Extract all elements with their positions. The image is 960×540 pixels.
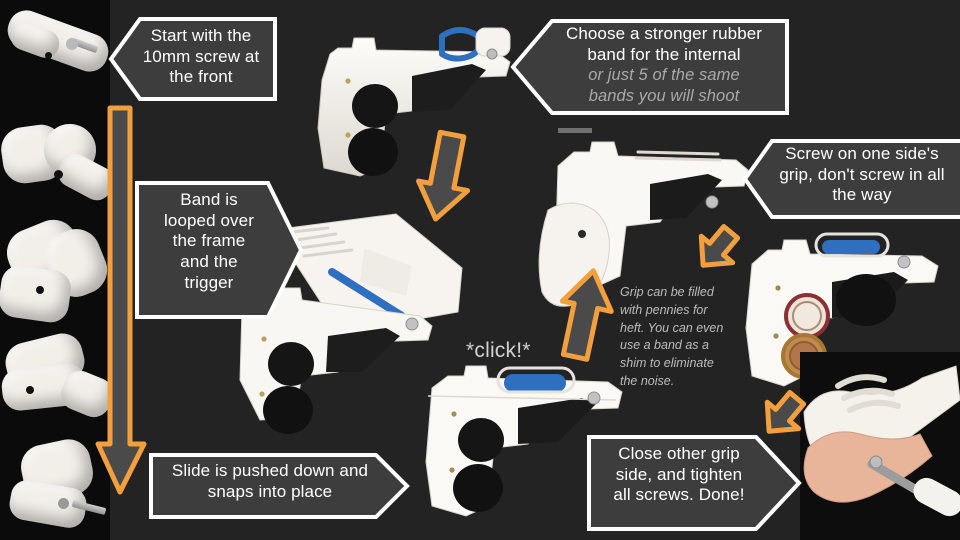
callout-line: Screw on one side's (785, 144, 939, 163)
callout-screw-one-side-grip: Screw on one side's grip, don't screw in… (742, 138, 960, 220)
annotation-line: with pennies for (620, 302, 708, 317)
callout-line: grip, don't screw in all (779, 164, 945, 184)
callout-line: trigger (184, 272, 234, 292)
callout-stronger-rubber-band: Choose a stronger rubber band for the in… (510, 18, 790, 116)
callout-line: Slide is pushed down and (171, 461, 369, 480)
photo-hand-tightening-screws (800, 352, 960, 540)
callout-slide-pushed-down: Slide is pushed down and snaps into plac… (148, 452, 410, 520)
callout-line: Start with the (150, 26, 252, 45)
annotation-grip-pennies: Grip can be filled with pennies for heft… (620, 284, 750, 391)
callout-line: snaps into place (207, 481, 333, 501)
arrow-long-down (95, 104, 148, 498)
callout-band-looped: Band is looped over the frame and the tr… (134, 180, 304, 320)
callout-line: Choose a stronger rubber (565, 24, 763, 43)
annotation-line: Grip can be filled (620, 285, 714, 299)
arrow-grip-step-small-2 (760, 389, 808, 440)
callout-line: all screws. Done! (613, 485, 745, 505)
callout-line: the frame (172, 231, 246, 251)
photo-part-detail-3 (0, 216, 110, 324)
callout-line: Close other grip (618, 444, 740, 463)
callout-subline: bands you will shoot (588, 86, 740, 105)
arrow-grip-attach-up (552, 266, 618, 364)
callout-subline: or just 5 of the same (588, 66, 740, 85)
callout-line: the front (169, 67, 233, 87)
callout-line: 10mm screw at (142, 46, 260, 66)
arrow-grip-step-small-1 (694, 223, 742, 274)
photo-part-detail-5 (0, 432, 110, 540)
annotation-line: shim to eliminate (620, 356, 714, 370)
photo-frame-with-band (300, 18, 530, 208)
callout-start-with-screw: Start with the 10mm screw at the front (108, 16, 278, 102)
photo-assembled-gun (418, 358, 648, 540)
photo-part-detail-4 (0, 324, 110, 432)
callout-close-other-grip: Close other grip side, and tighten all s… (586, 434, 802, 532)
photo-slide-tilted (236, 212, 486, 434)
annotation-line: use a band as a (620, 338, 709, 353)
photo-part-detail-2 (0, 108, 110, 216)
callout-line: band for the internal (587, 44, 741, 64)
photo-grip-panel (538, 126, 755, 311)
photo-grip-with-pennies (726, 232, 954, 412)
annotation-line: the noise. (620, 373, 675, 388)
arrow-frame-to-slide (412, 128, 478, 224)
photo-screw-front-detail (0, 0, 110, 108)
annotation-click-sound: *click!* (466, 339, 531, 362)
callout-line: the way (832, 185, 892, 205)
callout-line: Band is (180, 190, 238, 209)
annotation-line: heft. You can even (620, 320, 724, 335)
callout-line: and the (180, 252, 238, 272)
callout-line: side, and tighten (615, 464, 743, 484)
callout-line: looped over (164, 210, 254, 230)
